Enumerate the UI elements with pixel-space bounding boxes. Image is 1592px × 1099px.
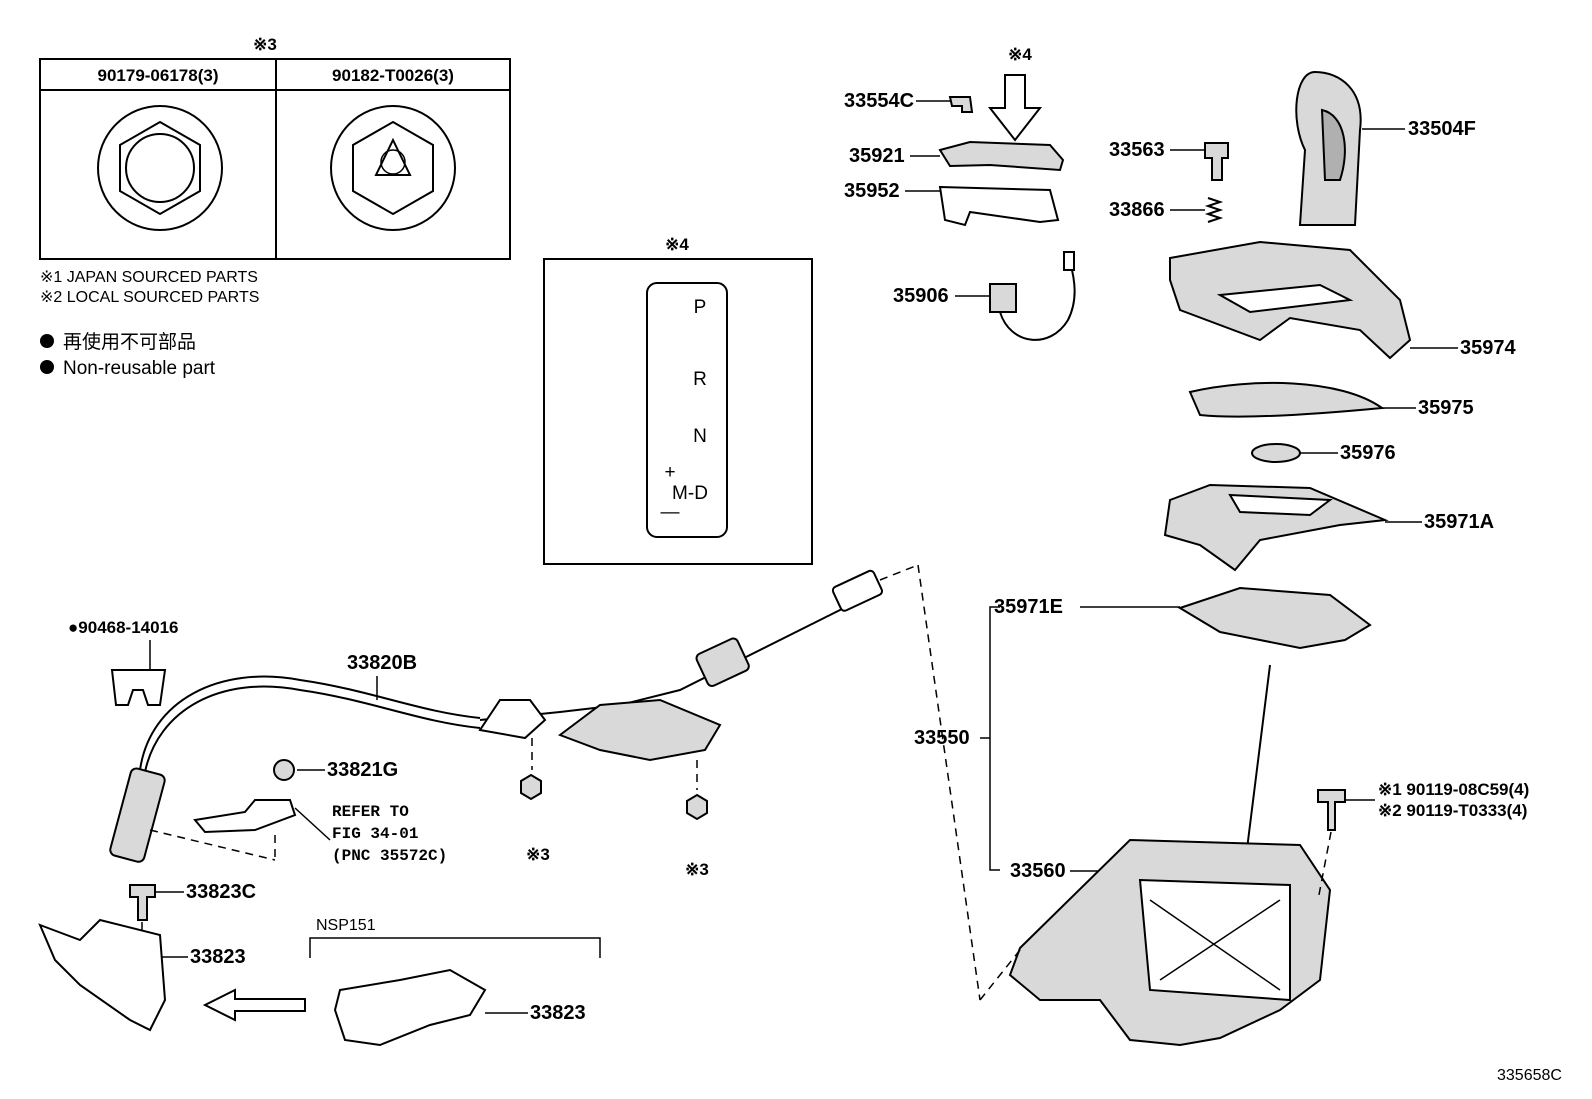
- bracket-33823: [38, 918, 167, 1032]
- notes: ※1 JAPAN SOURCED PARTS ※2 LOCAL SOURCED …: [40, 269, 259, 379]
- mark3-right: ※3: [685, 860, 709, 879]
- label-33823C: 33823C: [186, 881, 256, 903]
- cable-support-bracket: [193, 799, 297, 834]
- note-nonreusable-en: Non-reusable part: [63, 358, 216, 379]
- table-col1-part: 90179-06178(3): [98, 66, 219, 85]
- cover-35971E: [1177, 586, 1372, 650]
- table-header-mark: ※3: [253, 35, 277, 54]
- note-japan-sourced: ※1 JAPAN SOURCED PARTS: [40, 269, 258, 286]
- cap-35976: [1251, 443, 1301, 463]
- label-33823-nsp: 33823: [530, 1002, 586, 1024]
- label-bolt-jp: ※1 90119-08C59(4): [1378, 780, 1529, 799]
- label-bolt-local: ※2 90119-T0333(4): [1378, 801, 1527, 820]
- label-33504F: 33504F: [1408, 118, 1476, 140]
- gear-r: R: [693, 369, 707, 390]
- nut-icon: [520, 773, 542, 801]
- note-nonreusable-jp: 再使用不可部品: [63, 331, 196, 353]
- label-35971E: 35971E: [994, 596, 1063, 618]
- nsp-bracket: [309, 937, 601, 958]
- arrow-left-icon: [202, 988, 306, 1022]
- cable-grommet: [695, 637, 750, 687]
- lock-nut-icon: [330, 105, 456, 231]
- shift-cable-33820B: [139, 675, 481, 771]
- panel-frame: [543, 258, 813, 565]
- cable-assembly: ●90468-14016 33820B ※3 ※3 33821G REFER T…: [38, 564, 1562, 1084]
- label-33560: 33560: [1010, 860, 1066, 882]
- clip-90468: [110, 669, 167, 706]
- shift-indicator-panel: ※4 P R N + M-D —: [543, 235, 813, 565]
- mark4-top: ※4: [1008, 45, 1032, 64]
- label-33821G: 33821G: [327, 759, 398, 781]
- indicator-parts: ※4 33554C 35921 35952 35906: [844, 45, 1076, 341]
- mark3-left: ※3: [526, 845, 550, 864]
- bolt-90119: [1317, 789, 1346, 831]
- label-35975: 35975: [1418, 397, 1474, 419]
- label-33866: 33866: [1109, 199, 1165, 221]
- label-35974: 35974: [1460, 337, 1516, 359]
- label-33820B: 33820B: [347, 652, 417, 674]
- clip-33821G: [273, 759, 295, 781]
- label-33550: 33550: [914, 727, 970, 749]
- bullet-icon: [40, 360, 54, 374]
- label-33823-left: 33823: [190, 946, 246, 968]
- shift-lever-rod: [1244, 664, 1271, 866]
- label-35921: 35921: [849, 145, 905, 167]
- refer-line3: (PNC 35572C): [332, 847, 447, 865]
- refer-line2: FIG 34-01: [332, 825, 418, 843]
- arrow-down-icon: [987, 74, 1043, 142]
- label-33554C: 33554C: [844, 90, 914, 112]
- label-35906: 35906: [893, 285, 949, 307]
- cable-bracket: [557, 698, 722, 762]
- bracket-33823-nsp: [333, 968, 487, 1047]
- label-nsp151: NSP151: [316, 917, 376, 934]
- gear-plate: [646, 282, 728, 538]
- hex-nut-icon: [97, 105, 223, 231]
- gear-minus: —: [661, 502, 680, 523]
- cable-end-boot: [109, 767, 166, 863]
- button-33563: [1204, 142, 1229, 181]
- diagram-code: 335658C: [1497, 1067, 1562, 1084]
- sensor-35906: [989, 283, 1017, 313]
- table-col2-part: 90182-T0026(3): [332, 66, 454, 85]
- label-35976: 35976: [1340, 442, 1396, 464]
- label-35971A: 35971A: [1424, 511, 1494, 533]
- gear-p: P: [694, 297, 707, 318]
- gear-n: N: [693, 426, 707, 447]
- panel-mark: ※4: [665, 235, 689, 254]
- cover-35921: [938, 140, 1065, 172]
- hardware-table: ※3 90179-06178(3) 90182-T0026(3): [39, 35, 511, 260]
- label-33563: 33563: [1109, 139, 1165, 161]
- note-local-sourced: ※2 LOCAL SOURCED PARTS: [40, 289, 259, 306]
- indicator-35952: [938, 185, 1060, 227]
- label-90468: ●90468-14016: [68, 618, 179, 637]
- sensor-wire: [999, 261, 1076, 341]
- gear-plus: +: [664, 462, 675, 483]
- bezel-35971A: [1163, 483, 1389, 572]
- gear-md: M-D: [672, 483, 708, 504]
- plate-35975: [1188, 381, 1385, 418]
- clip-33554C: [948, 96, 974, 113]
- cable-eye: [831, 569, 884, 612]
- label-35952: 35952: [844, 180, 900, 202]
- bolt-33823C: [129, 884, 156, 921]
- refer-line1: REFER TO: [332, 803, 409, 821]
- spring-33866: [1204, 197, 1224, 223]
- shift-assembly: 33563 33866 33504F 35974 35975 35976 359…: [914, 70, 1529, 1047]
- bullet-icon: [40, 334, 54, 348]
- nut-icon: [686, 793, 708, 821]
